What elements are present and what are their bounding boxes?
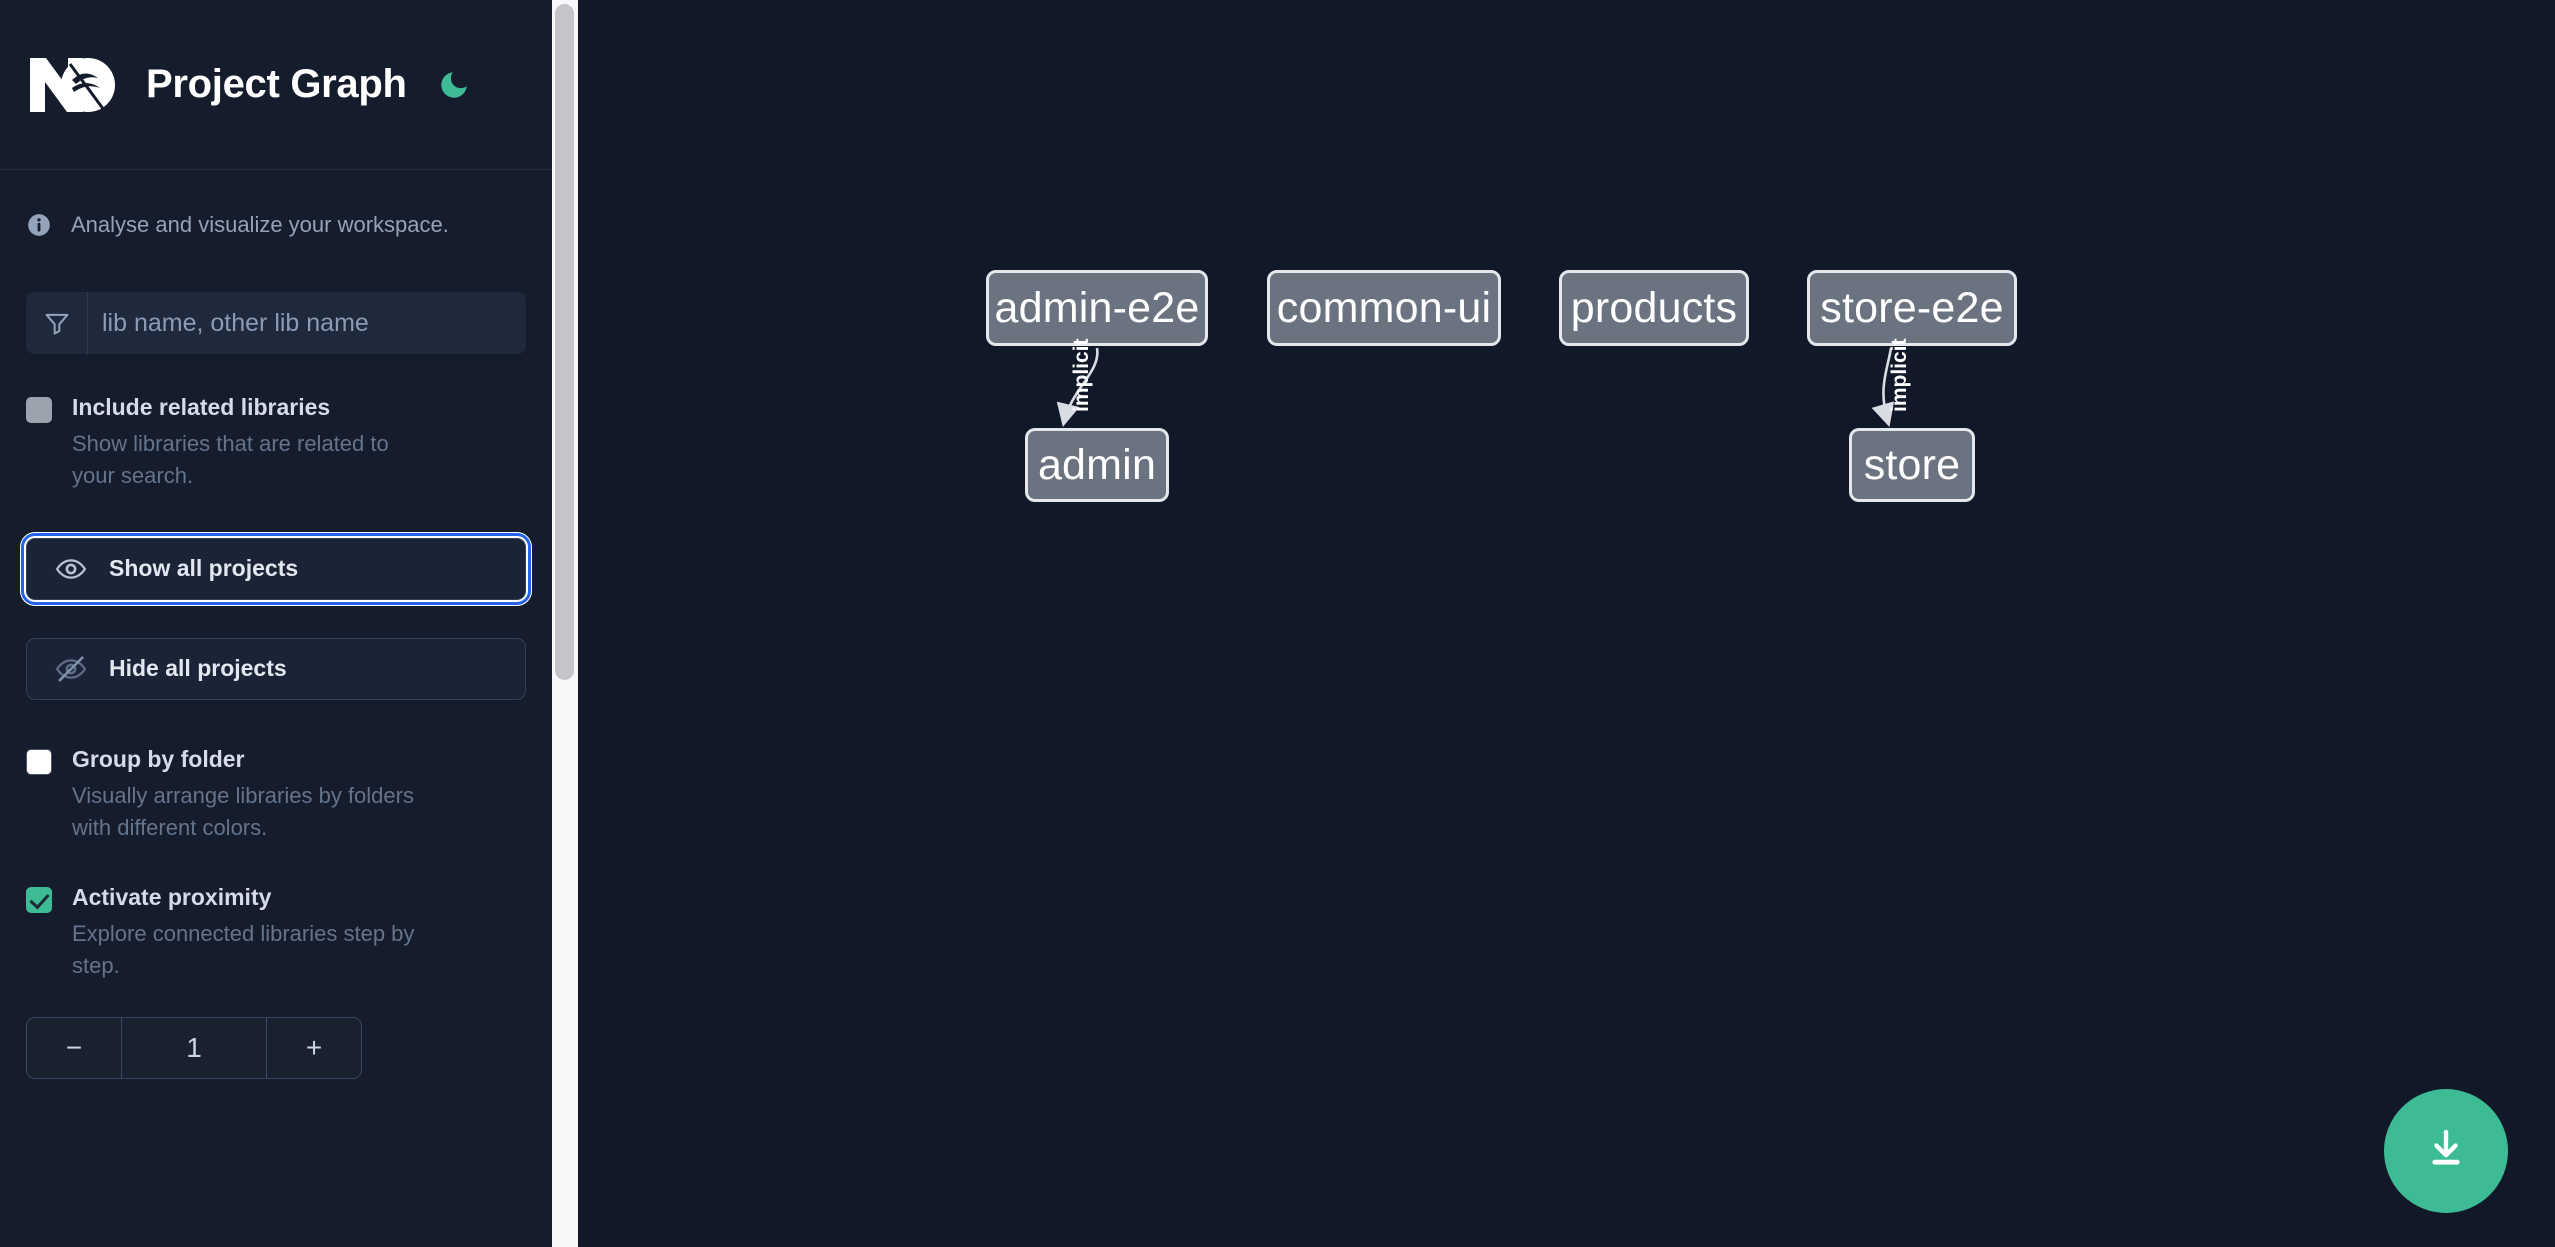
stepper-increment-button[interactable]: + [266, 1018, 361, 1079]
edge-store-e2e-to-store [1871, 347, 1895, 427]
option-subtitle: Visually arrange libraries by folders wi… [72, 782, 414, 840]
graph-node-admin[interactable]: admin [1025, 428, 1169, 502]
sidebar-scrollbar-thumb[interactable] [555, 4, 574, 680]
graph-node-label: admin-e2e [994, 283, 1200, 332]
sidebar-header: Project Graph [0, 0, 552, 170]
eye-off-icon [55, 653, 93, 685]
workspace-description-text: Analyse and visualize your workspace. [71, 212, 449, 237]
option-group-by-folder[interactable]: Group by folder Visually arrange librari… [0, 744, 552, 844]
graph-node-label: products [1570, 283, 1738, 332]
graph-node-label: store [1863, 440, 1961, 489]
checkbox-activate-proximity[interactable] [26, 886, 52, 913]
checkbox-group-by-folder[interactable] [26, 748, 52, 775]
graph-node-store-e2e[interactable]: store-e2e [1807, 270, 2017, 346]
stepper-decrement-button[interactable]: − [27, 1018, 122, 1079]
project-visibility-buttons: Show all projects Hide all projects [0, 532, 552, 700]
proximity-stepper[interactable]: − 1 + [26, 1017, 362, 1080]
graph-node-store[interactable]: store [1849, 428, 1975, 502]
graph-node-label: common-ui [1276, 283, 1492, 332]
stepper-value: 1 [122, 1018, 266, 1079]
graph-node-common-ui[interactable]: common-ui [1267, 270, 1501, 346]
eye-icon [55, 553, 93, 585]
sidebar: Project Graph Analyse and visualize your… [0, 0, 552, 1247]
graph-edges [1056, 347, 1895, 428]
hide-all-projects-button[interactable]: Hide all projects [26, 637, 526, 700]
download-graph-button[interactable] [2384, 1089, 2508, 1213]
graph-node-admin-e2e[interactable]: admin-e2e [986, 270, 1208, 346]
filter-funnel-icon [26, 292, 88, 354]
info-icon [26, 212, 52, 238]
moon-icon[interactable] [433, 64, 475, 106]
workspace-description: Analyse and visualize your workspace. [0, 170, 552, 246]
edge-label-implicit-store: implicit [1888, 338, 1911, 412]
option-title: Include related libraries [72, 394, 331, 420]
project-graph-canvas[interactable]: admin-e2e common-ui products store-e2e a… [578, 0, 2555, 1247]
download-icon [2422, 1125, 2470, 1178]
search-box[interactable] [26, 292, 526, 354]
search-section [0, 246, 552, 354]
option-title: Activate proximity [72, 883, 272, 910]
option-activate-proximity[interactable]: Activate proximity Explore connected lib… [0, 882, 552, 982]
graph-node-label: admin [1037, 440, 1157, 489]
option-subtitle: Show libraries that are related to your … [72, 431, 389, 488]
graph-node-label: store-e2e [1820, 283, 2004, 332]
edge-label-implicit-admin: implicit [1070, 338, 1093, 412]
page-title: Project Graph [146, 62, 407, 106]
show-all-projects-label: Show all projects [109, 555, 299, 582]
option-include-related-libraries[interactable]: Include related libraries Show libraries… [0, 392, 552, 492]
edge-admin-e2e-to-admin [1056, 347, 1099, 428]
nx-logo-icon [26, 54, 120, 116]
option-subtitle: Explore connected libraries step by step… [72, 920, 415, 978]
show-all-projects-button[interactable]: Show all projects [21, 532, 531, 605]
proximity-stepper-section: − 1 + [0, 1017, 552, 1080]
option-title: Group by folder [72, 745, 245, 772]
graph-node-products[interactable]: products [1559, 270, 1749, 346]
search-input[interactable] [88, 292, 526, 354]
hide-all-projects-label: Hide all projects [109, 655, 287, 682]
checkbox-include-related-libraries[interactable] [26, 397, 52, 423]
